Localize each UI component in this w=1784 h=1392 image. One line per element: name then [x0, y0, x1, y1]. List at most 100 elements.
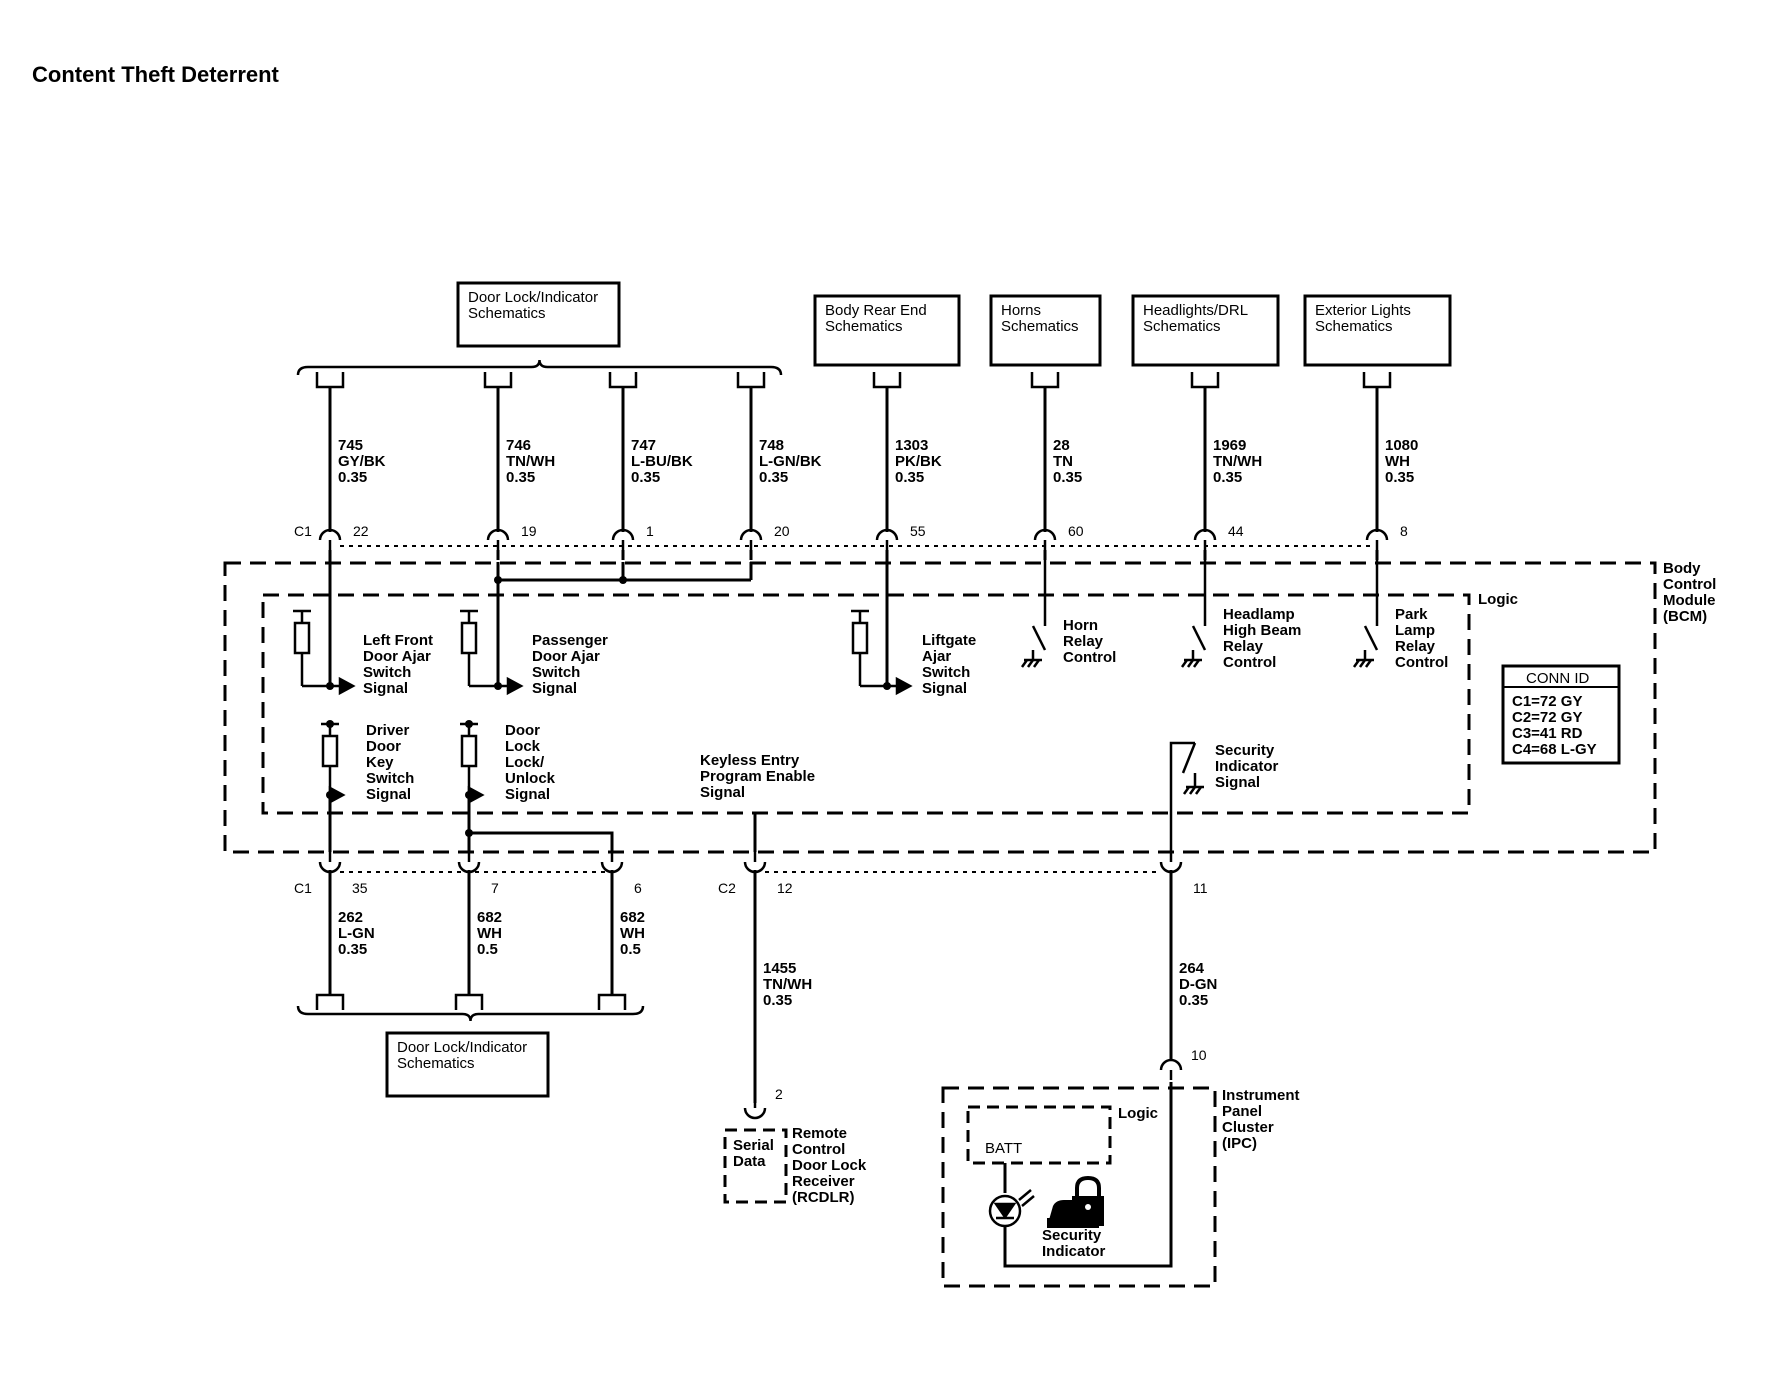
connector-c1-bottom-line: C1	[294, 880, 312, 896]
door-lock-label-line: Unlock	[505, 770, 556, 787]
bottom-wire-label-4-line: 264	[1179, 960, 1205, 977]
keyhole-icon	[1085, 1204, 1091, 1210]
ipc-batt-label-line: BATT	[985, 1140, 1022, 1157]
bottom-wire-label-0-line: L-GN	[338, 925, 375, 942]
ref-box-label-horns-line: Schematics	[1001, 318, 1079, 335]
keyless-entry-label-line: Keyless Entry	[700, 752, 800, 769]
conn-id-table	[1501, 664, 1621, 765]
terminal-icon	[608, 372, 638, 389]
liftgate-ajar-label-line: Ajar	[922, 648, 951, 665]
top-pin-1-line: 1	[646, 523, 654, 539]
ipc-name-line: Panel	[1222, 1103, 1262, 1120]
top-wire-label-1080-line: WH	[1385, 453, 1410, 470]
top-pin-19: 19	[521, 523, 537, 539]
top-wire-label-745-line: GY/BK	[338, 453, 386, 470]
bcm-name-line: Control	[1663, 576, 1716, 593]
headlamp-relay-label-line: High Beam	[1223, 622, 1301, 639]
splice-dot	[326, 720, 334, 728]
security-lock-icon	[1072, 1196, 1104, 1226]
top-wire-label-748-line: 748	[759, 437, 784, 454]
horn-relay-label-line: Control	[1063, 649, 1116, 666]
connector-icon	[743, 861, 767, 874]
driver-key-label-line: Key	[366, 754, 394, 771]
park-lamp-relay-label-line: Park	[1395, 606, 1428, 623]
horn-relay-label-line: Horn	[1063, 617, 1098, 634]
driver-key-label-line: Switch	[366, 770, 414, 787]
rcdlr-name-line: (RCDLR)	[792, 1189, 854, 1206]
connector-icon	[318, 528, 342, 541]
switch-contact-icon	[1191, 625, 1207, 651]
splice-dot	[465, 791, 473, 799]
conn-id-rows-line: C4=68 L-GY	[1512, 741, 1597, 758]
top-wire-label-746-line: 746	[506, 437, 531, 454]
door-lock-label-line: Door	[505, 722, 540, 739]
top-wire-label-1303-line: PK/BK	[895, 453, 942, 470]
top-wire-label-745-line: 0.35	[338, 469, 367, 486]
connector-icon	[600, 861, 624, 874]
conn-id-rows-line: C2=72 GY	[1512, 709, 1582, 726]
top-pin-20: 20	[774, 523, 790, 539]
rcdlr-serial-data-line: Data	[733, 1153, 766, 1170]
connector-c1-top: C1	[294, 523, 312, 539]
ref-box-label-exterior_lights-line: Schematics	[1315, 318, 1393, 335]
harness-brace-icon	[296, 359, 783, 376]
door-lock-branch-wire	[469, 831, 614, 852]
keyless-entry-label-line: Signal	[700, 784, 745, 801]
connector-icon	[739, 528, 763, 541]
ipc-batt-label: BATT	[985, 1140, 1022, 1157]
ground-hatch	[1182, 786, 1191, 795]
connector-c2: C2	[718, 880, 736, 896]
bottom-pin-11-line: 11	[1193, 880, 1208, 896]
led-diode-icon	[993, 1202, 1017, 1220]
pass-door-ajar-label-line: Passenger	[532, 632, 608, 649]
led-ray-icon	[1021, 1195, 1035, 1207]
bottom-wire-label-0-line: 0.35	[338, 941, 367, 958]
bottom-wire-label-4-line: 0.35	[1179, 992, 1208, 1009]
ground-hatch	[1020, 659, 1029, 668]
splice-dot	[465, 720, 473, 728]
connector-icon	[1033, 528, 1057, 541]
conn-id-title: CONN ID	[1526, 670, 1590, 687]
top-pin-22-line: 22	[353, 523, 369, 539]
connector-icon	[1365, 528, 1389, 541]
harness-brace-icon	[296, 1005, 645, 1022]
security-signal-label-line: Security	[1215, 742, 1275, 759]
security-lock-shackle-icon	[1075, 1175, 1101, 1196]
top-wire-label-1969-line: 1969	[1213, 437, 1246, 454]
top-pin-8: 8	[1400, 523, 1408, 539]
ground-hatch	[1188, 786, 1197, 795]
lf-door-ajar-label-line: Switch	[363, 664, 411, 681]
connector-icon	[611, 528, 635, 541]
top-wire-label-746-line: TN/WH	[506, 453, 555, 470]
security-switch-icon	[1181, 742, 1197, 774]
ref-box-label-door_lock_bottom-line: Door Lock/Indicator	[397, 1039, 527, 1056]
connector-icon	[743, 1107, 767, 1120]
led-ray-icon	[1018, 1189, 1032, 1201]
ipc-return-wire	[1003, 1082, 1173, 1268]
splice-dot	[326, 791, 334, 799]
ipc-batt-outline	[966, 1105, 1112, 1165]
bcm-logic-outline	[261, 593, 1471, 815]
top-pin-44: 44	[1228, 523, 1244, 539]
ipc-outline	[941, 1086, 1217, 1288]
connector-c2-line: C2	[718, 880, 736, 896]
connector-icon	[1193, 528, 1217, 541]
ground-hatch	[1026, 659, 1035, 668]
switch-contact-icon	[1363, 625, 1379, 651]
splice-dot	[494, 576, 502, 584]
terminal-icon	[454, 993, 484, 1010]
